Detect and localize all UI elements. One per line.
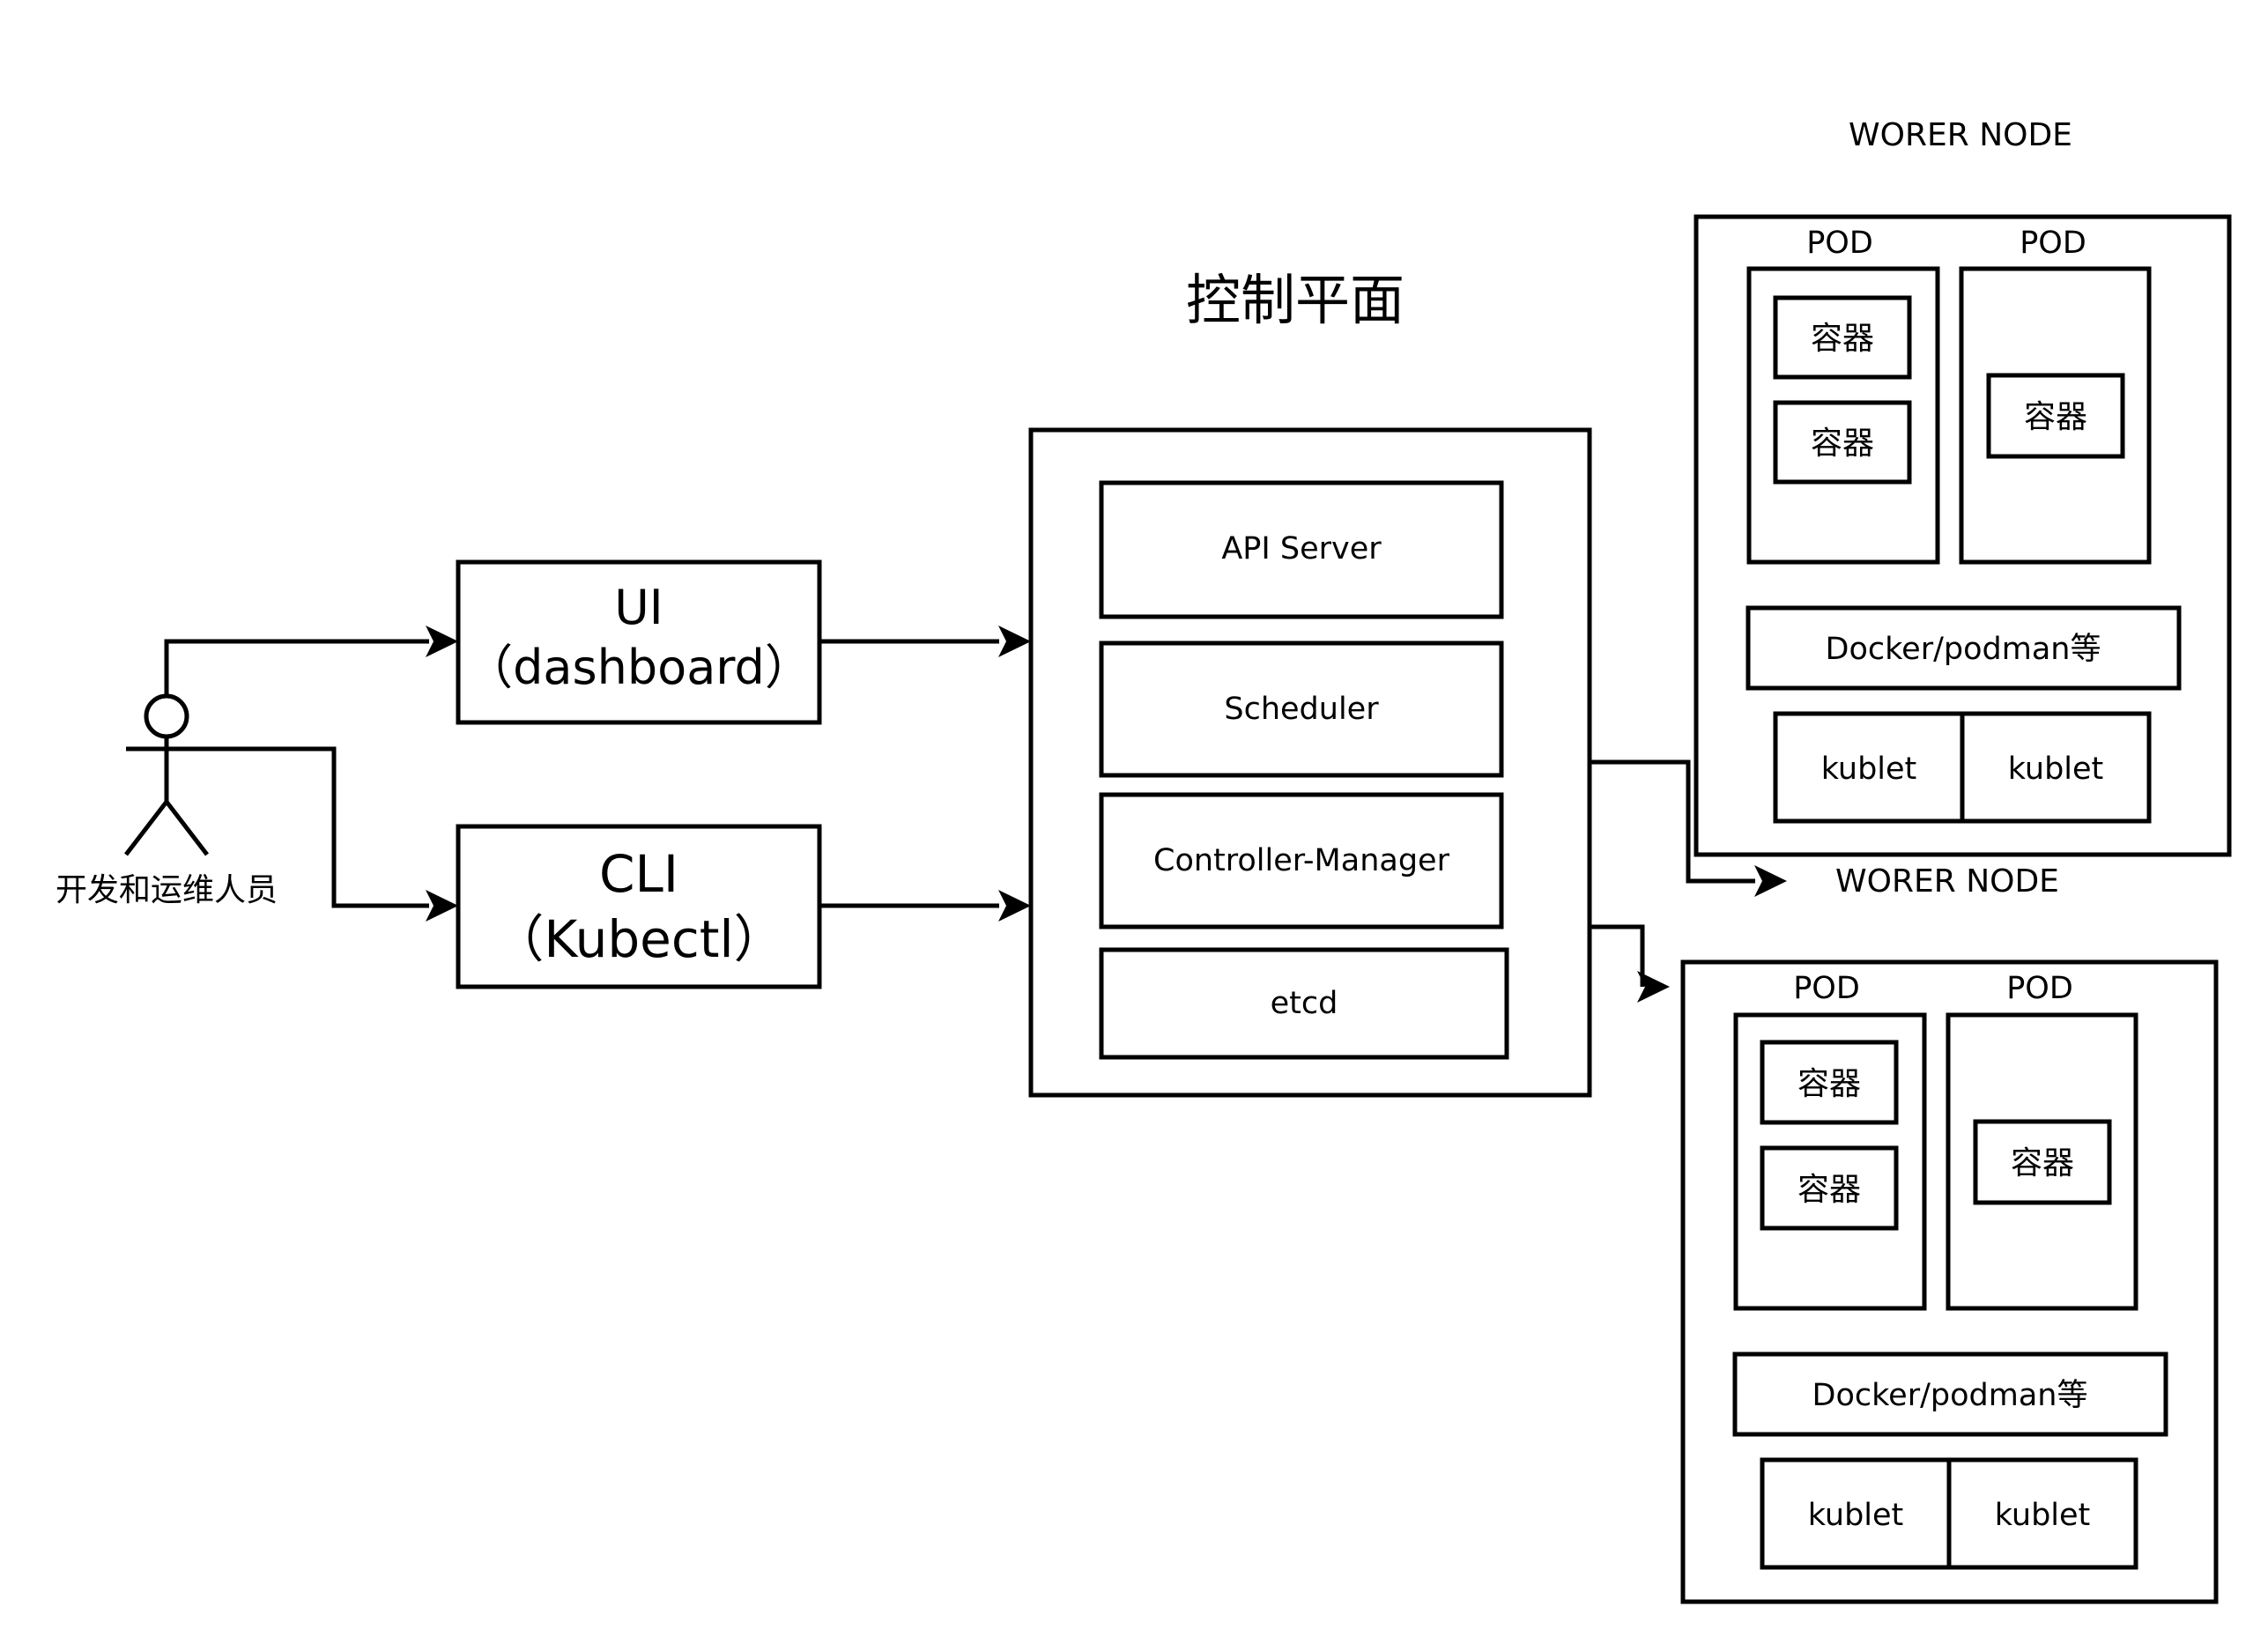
kubelet-label: kublet [2008,752,2104,787]
container-label: 容器 [1811,426,1874,462]
kubelet-box [1760,1457,1952,1570]
container-runtime-label: Docker/podman等 [1826,632,2101,667]
ui-box-title: UI [614,580,663,635]
container-label: 容器 [2024,399,2087,435]
container-box [1973,1119,2112,1205]
container-box [1773,295,1912,380]
container-runtime-label: Docker/podman等 [1812,1378,2088,1413]
edge-control-plane-to-worker-node-1 [1590,759,1755,884]
edge-control-plane-to-worker-node-2 [1590,924,1645,987]
container-box [1773,400,1912,485]
container-label: 容器 [2011,1145,2074,1181]
container-label: 容器 [1797,1172,1861,1208]
worker-node-2: WORER NODE POD 容器 容器 POD 容器 Docker/podma… [1680,863,2219,1604]
ui-box-subtitle: （dashboard） [465,640,812,695]
pod-label: POD [1793,971,1860,1006]
kubelet-box [1960,711,2152,824]
container-label: 容器 [1797,1066,1861,1102]
api-server-label: API Server [1221,531,1382,567]
arrow-head [998,890,1031,922]
kubelet-label: kublet [1808,1498,1904,1533]
scheduler-label: Scheduler [1224,692,1379,727]
container-label: 容器 [1811,321,1874,357]
kubelet-label: kublet [1821,752,1917,787]
controller-manager-label: Controller-Manager [1153,843,1450,878]
edge-actor-to-ui [164,639,429,696]
container-box [1760,1145,1899,1231]
cli-kubectl-box [456,824,822,989]
controller-manager-box [1099,792,1504,929]
cli-box-subtitle: （Kubectl） [493,909,784,969]
kubelet-label: kublet [1995,1498,2091,1533]
arrow-head [426,890,458,922]
arrow-head [1754,865,1787,897]
container-box [1760,1040,1899,1125]
actor-icon [124,693,209,856]
arrow-head [426,626,458,657]
pod-label: POD [2006,971,2073,1006]
ui-dashboard-box [456,559,822,725]
pod-label: POD [2020,226,2086,261]
scheduler-box [1099,641,1504,778]
etcd-box [1099,947,1509,1060]
container-box [1986,373,2125,459]
worker-node-label: WORER NODE [1835,863,2059,900]
etcd-label: etcd [1271,986,1338,1021]
diagram-title: 控制平面 [1186,268,1405,332]
worker-node-1: WORER NODE POD 容器 容器 POD 容器 Docker/podma… [1694,117,2232,857]
arrow-head [1637,971,1670,1003]
container-runtime-box [1732,1351,2168,1437]
edge-actor-to-cli [207,746,429,908]
kubelet-box [1946,1457,2138,1570]
arrow-head [998,626,1031,657]
api-server-box [1099,480,1504,619]
worker-node-label: WORER NODE [1849,117,2072,153]
cli-box-title: CLI [599,844,678,904]
actor-label: 开发和运维人员 [56,872,278,908]
container-runtime-box [1745,605,2182,691]
pod-label: POD [1806,226,1873,261]
